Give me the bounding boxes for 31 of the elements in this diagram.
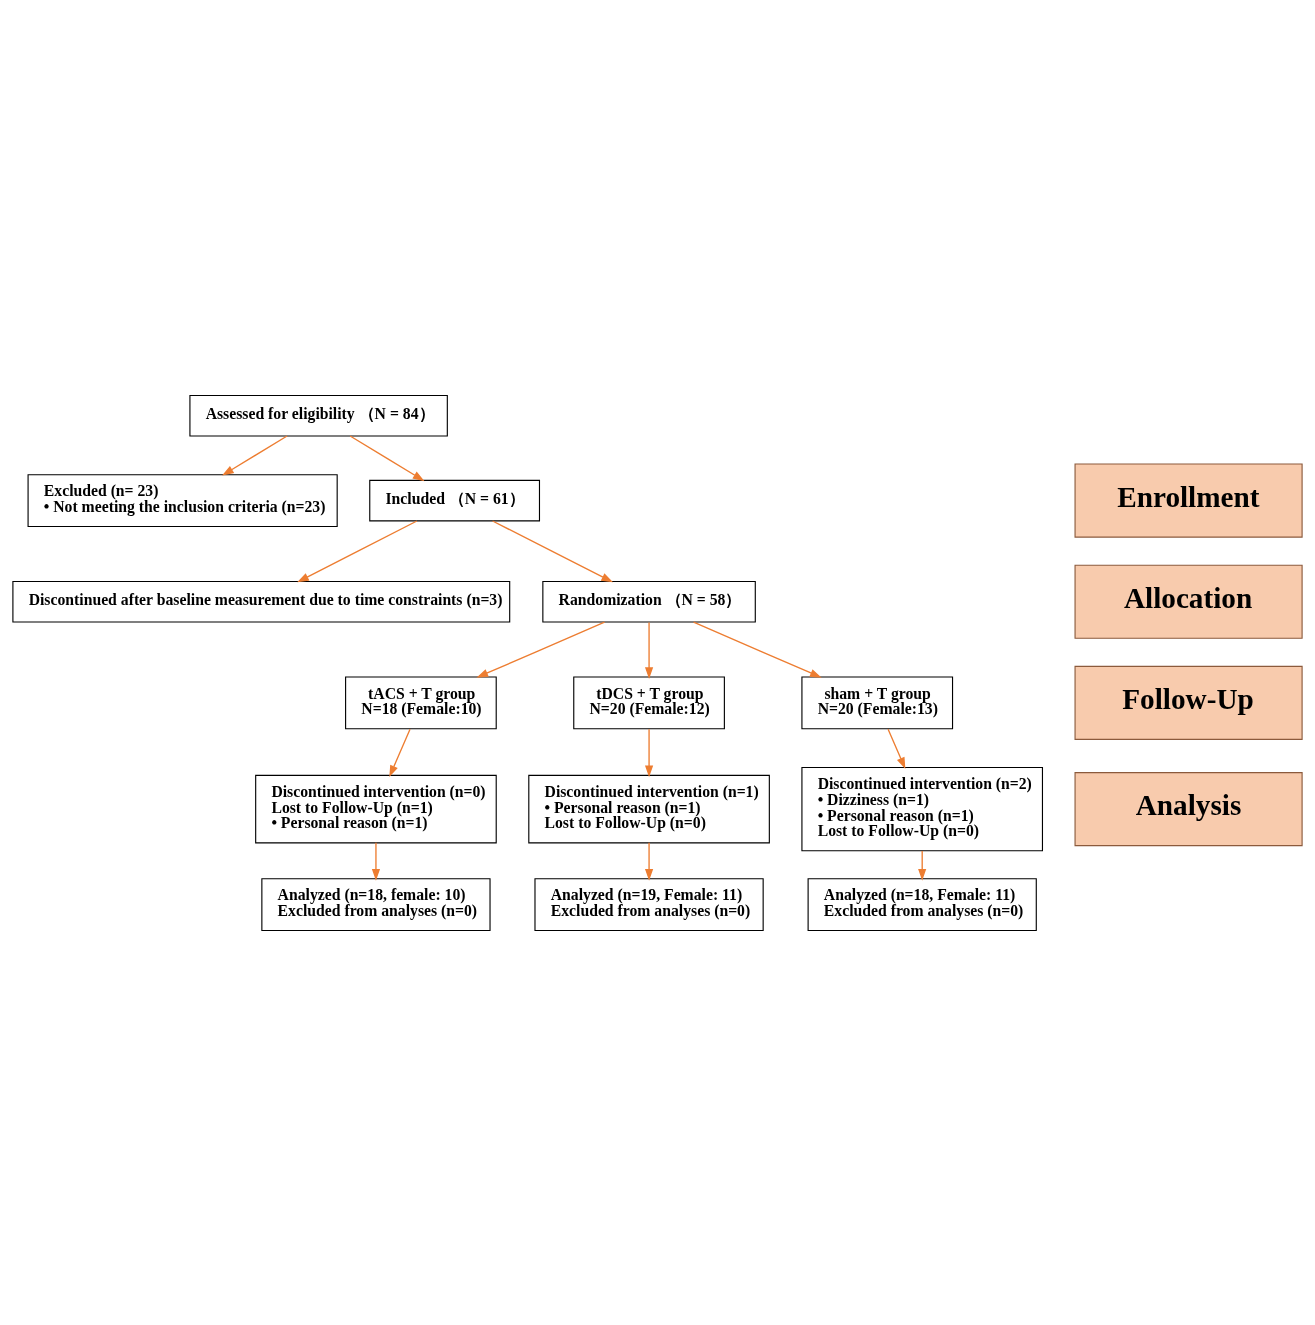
arrow	[644, 728, 654, 777]
arrow	[644, 621, 654, 679]
node-box: tDCS + T group N=20 (Female:12)	[573, 676, 725, 729]
node-box: Excluded (n= 23) • Not meeting the inclusion criteria (n=23)	[27, 473, 338, 527]
arrow	[644, 841, 654, 881]
arrow	[692, 621, 822, 678]
arrow	[222, 434, 288, 475]
node-box: Analysis	[1074, 771, 1303, 846]
node-box: Analyzed (n=19, Female: 11) Excluded from analyses (n=0)	[534, 877, 764, 931]
arrow	[371, 841, 381, 881]
node-box: Analyzed (n=18, Female: 11) Excluded from analyses (n=0)	[807, 877, 1037, 931]
node-box: Discontinued intervention (n=0) Lost to Follow-Up (n=1) • Personal reason (n=1)	[255, 774, 497, 843]
node-box: Enrollment	[1074, 463, 1303, 538]
node-box: Allocation	[1074, 564, 1303, 639]
arrow	[297, 519, 418, 582]
node-box: Discontinued intervention (n=2) • Dizziness (n=1) • Personal reason (n=1) Lost to Follow-Up (n=0)	[801, 766, 1043, 851]
node-box: tACS + T group N=18 (Female:10)	[345, 676, 497, 729]
node-box: Included （N = 61）	[369, 479, 541, 521]
arrow	[491, 519, 614, 582]
node-box: sham + T group N=20 (Female:13)	[801, 676, 954, 729]
node-box: Assessed for eligibility （N = 84）	[189, 394, 448, 436]
arrow	[887, 728, 906, 769]
node-box: Discontinued after baseline measurement due to time constraints (n=3)	[12, 580, 511, 623]
node-box: Randomization （N = 58）	[542, 580, 756, 623]
arrow	[389, 728, 411, 777]
node-box: Discontinued intervention (n=1) • Personal reason (n=1) Lost to Follow-Up (n=0)	[528, 774, 770, 843]
arrow	[349, 434, 425, 481]
arrow	[918, 849, 927, 881]
node-box: Follow-Up	[1074, 665, 1303, 740]
node-box: Analyzed (n=18, female: 10) Excluded from analyses (n=0)	[261, 877, 491, 931]
arrow	[476, 621, 606, 678]
